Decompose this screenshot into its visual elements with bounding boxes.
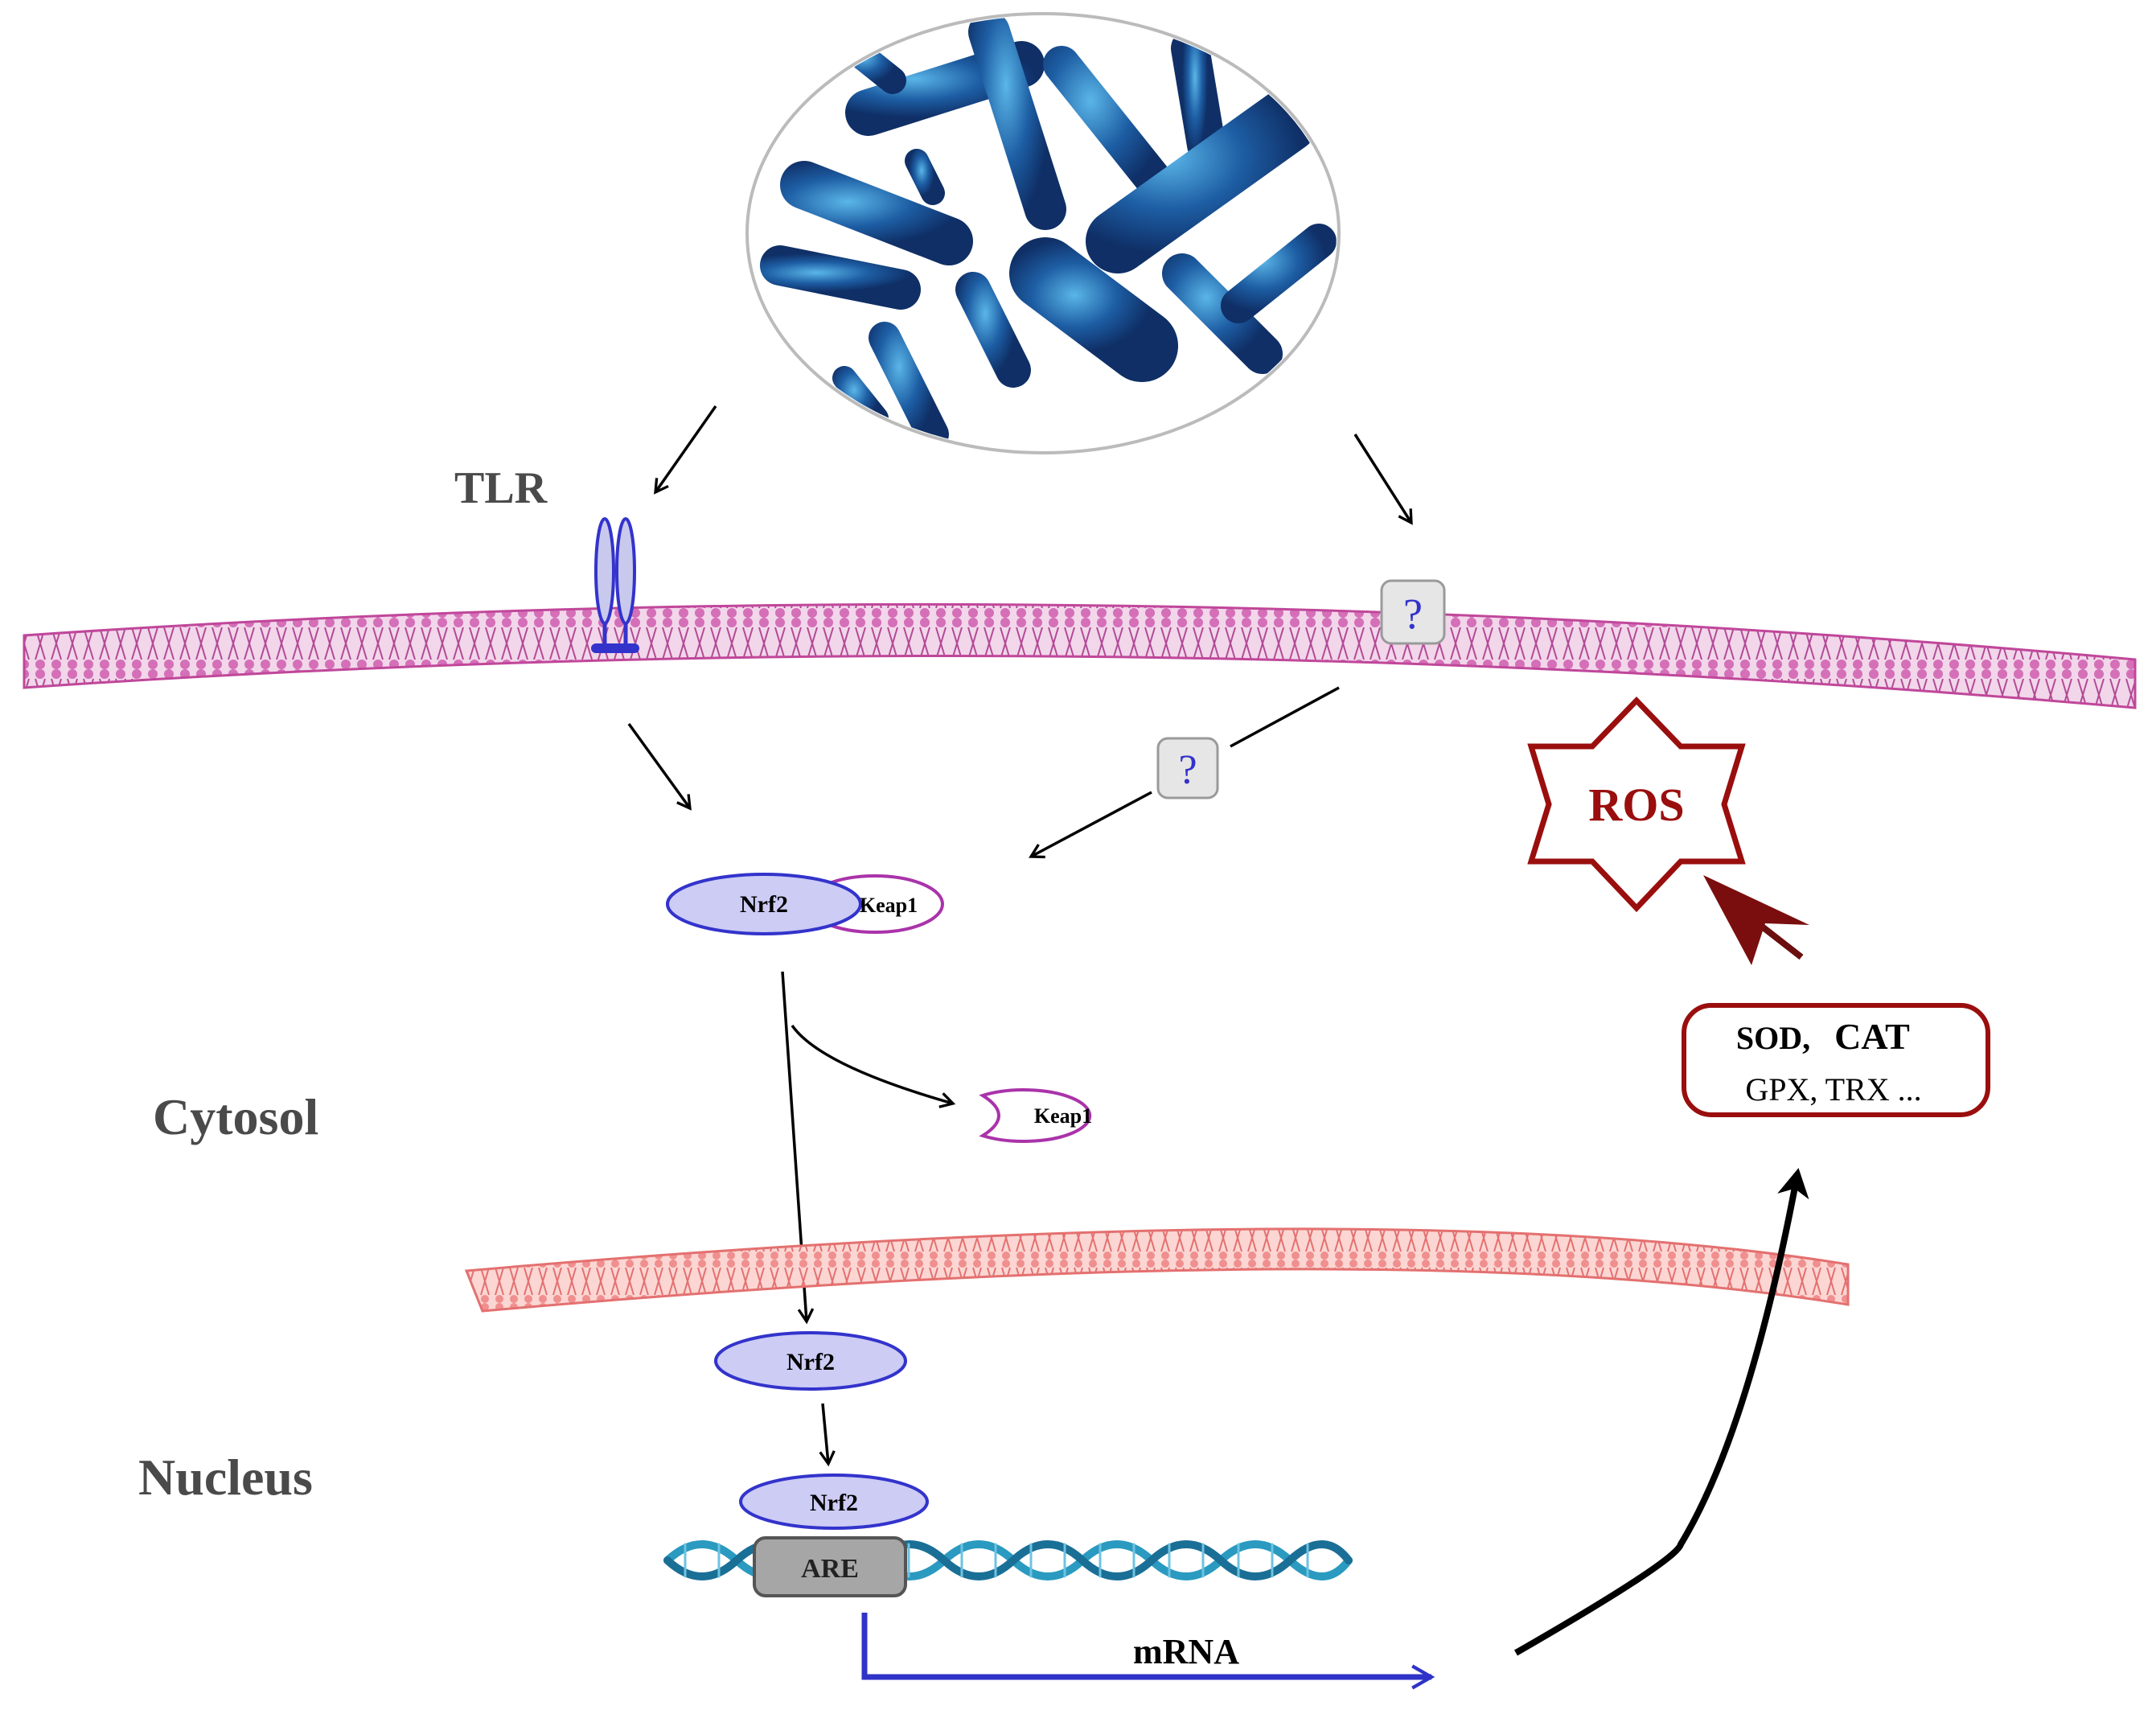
nucleus-label: Nucleus xyxy=(138,1449,313,1506)
are-label: ARE xyxy=(801,1554,859,1584)
are-element: ARE xyxy=(753,1536,907,1597)
nrf2-bound-label: Nrf2 xyxy=(810,1490,858,1516)
enzymes-label-cat: CAT xyxy=(1834,1016,1910,1057)
line-receptor-to-unknown xyxy=(1230,686,1340,748)
arrow-nrf2-to-are xyxy=(819,1403,836,1467)
unknown-receptor-box: ? xyxy=(1380,579,1446,645)
keap1-complex-label: Keap1 xyxy=(860,894,918,917)
nrf2-nuclear-label: Nrf2 xyxy=(786,1349,835,1375)
arrow-enzymes-to-ros xyxy=(1703,875,1809,965)
unknown-receptor-label: ? xyxy=(1403,590,1423,638)
antioxidant-enzymes-box: SOD, CAT GPX, TRX ... xyxy=(1682,1003,1990,1117)
mrna-arrow: mRNA xyxy=(861,1613,1435,1690)
arrow-tlr-to-nrf2 xyxy=(627,722,692,811)
tlr-receptor-icon xyxy=(591,517,639,653)
nrf2-nuclear: Nrf2 xyxy=(714,1331,907,1391)
ros-star: ROS xyxy=(1527,696,1746,913)
unknown-pathway-box: ? xyxy=(1156,737,1219,799)
nrf2-complex-label: Nrf2 xyxy=(740,891,788,918)
unknown-pathway-label: ? xyxy=(1178,747,1197,793)
enzymes-label-sod: SOD, xyxy=(1736,1020,1810,1056)
arrow-mrna-to-enzymes xyxy=(1514,1168,1809,1656)
mrna-label: mRNA xyxy=(1133,1632,1239,1671)
ros-label: ROS xyxy=(1588,779,1684,831)
arrow-bacteria-to-receptor xyxy=(1353,434,1413,525)
cytosol-label: Cytosol xyxy=(153,1088,318,1145)
arrow-keap1-release xyxy=(791,1024,956,1108)
bacteria-image xyxy=(745,12,1341,454)
keap1-released-label: Keap1 xyxy=(1034,1104,1092,1128)
cell-membrane xyxy=(23,602,2137,709)
tlr-label: TLR xyxy=(454,463,548,513)
enzymes-label-gpx-trx: GPX, TRX ... xyxy=(1745,1071,1921,1108)
nrf2-bound: Nrf2 xyxy=(739,1474,929,1530)
arrow-bacteria-to-tlr xyxy=(654,405,717,495)
nuclear-membrane xyxy=(464,1227,1850,1313)
arrow-unknown-to-nrf2 xyxy=(1029,791,1152,859)
nrf2-keap1-complex: Nrf2 Keap1 xyxy=(666,873,944,935)
keap1-released: Keap1 xyxy=(979,1088,1092,1143)
